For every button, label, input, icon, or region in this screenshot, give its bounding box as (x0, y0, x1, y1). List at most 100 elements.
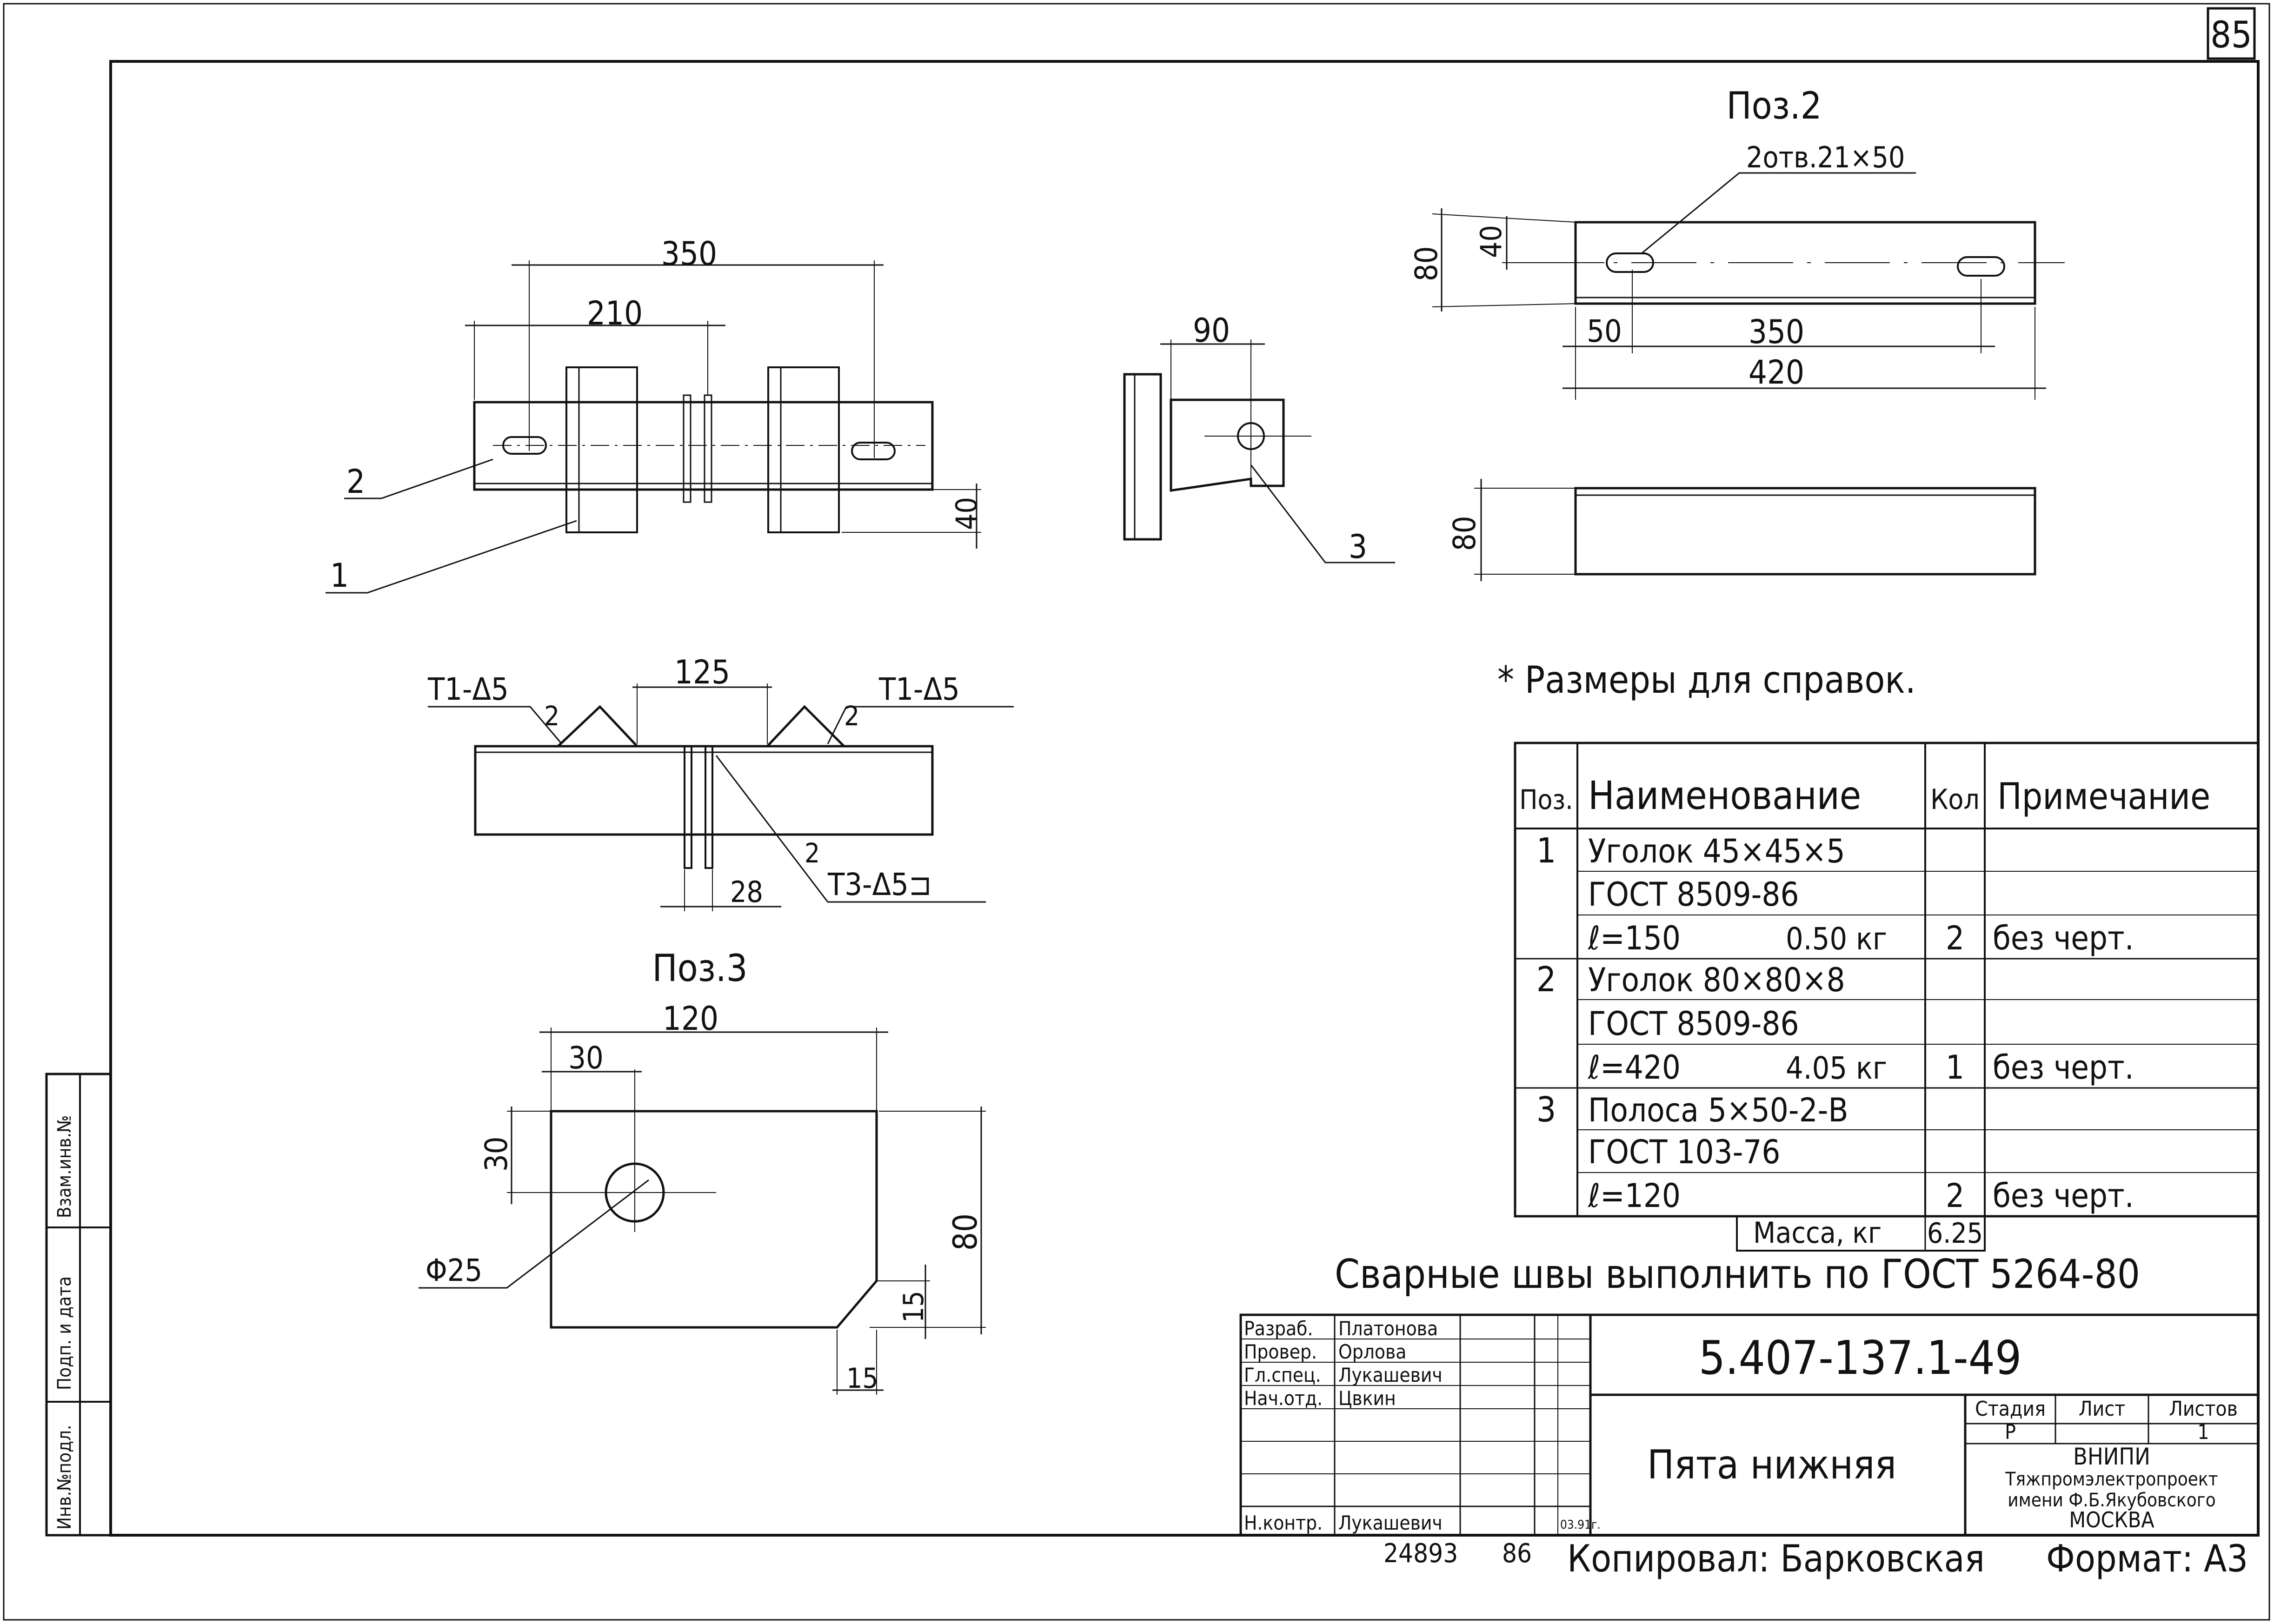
spec-r2-name: ℓ=150 (1588, 919, 1681, 957)
spec-r2-qty: 2 (1946, 919, 1964, 957)
role-2: Гл.спец. (1244, 1364, 1321, 1386)
footer-format: Формат: А3 (2046, 1537, 2248, 1580)
pos2-dim-80-bottom: 80 (1447, 516, 1483, 551)
pos2-dim-40: 40 (1474, 225, 1508, 258)
reference-note: * Размеры для справок. (1497, 658, 1916, 702)
spec-header-pos: Поз. (1519, 784, 1573, 815)
role-3: Нач.отд. (1244, 1387, 1323, 1410)
pos2-holes: 2отв.21×50 (1746, 140, 1905, 174)
spec-r0-name: Уголок 45×45×5 (1588, 832, 1845, 870)
spec-header-qty: Кол (1930, 783, 1980, 816)
sheets-label: Листов (2169, 1397, 2238, 1421)
plan-pos-2: 2 (346, 463, 365, 501)
org-line-3: имени Ф.Б.Якубовского (2008, 1490, 2215, 1511)
spec-r2-note: без черт. (1993, 919, 2134, 957)
designation: 5.407-137.1-49 (1699, 1331, 2021, 1385)
pos2-dim-80-top: 80 (1409, 246, 1444, 281)
spec-r8-name: ℓ=120 (1588, 1177, 1681, 1215)
pos3-dim-30-left: 30 (479, 1136, 514, 1172)
side-pos-3: 3 (1349, 528, 1367, 566)
signoff-date: 03.91г. (1560, 1518, 1601, 1532)
spec-r3-name: Уголок 80×80×8 (1588, 961, 1845, 999)
pos3-title: Поз.3 (652, 947, 747, 990)
pos3-hole-label: Φ25 (426, 1253, 482, 1288)
pos3-dim-15-right: 15 (898, 1291, 930, 1323)
weld-leg-right: 2 (844, 700, 859, 732)
footer-copied: Копировал: Барковская (1567, 1537, 1985, 1580)
weld-dim-125: 125 (674, 653, 730, 691)
spec-r0-pos: 1 (1536, 831, 1556, 871)
spec-r6-pos: 3 (1536, 1090, 1556, 1130)
org-line-1: ВНИПИ (2073, 1443, 2150, 1470)
person-2: Лукашевич (1338, 1364, 1443, 1386)
pos2-dim-350: 350 (1749, 313, 1804, 351)
spec-table-text: Поз. Наименование Кол Примечание 1 Уголо… (1519, 773, 2210, 1250)
person-6: Лукашевич (1338, 1511, 1443, 1534)
spec-table (1514, 742, 2260, 1252)
org-line-2: Тяжпромэлектропроект (2005, 1469, 2218, 1490)
sheet-number-box (2207, 7, 2256, 60)
spec-mass-value: 6.25 (1927, 1217, 1983, 1250)
role-0: Разраб. (1244, 1317, 1313, 1340)
weld-detail (428, 683, 1014, 911)
sheet-number: 85 (2210, 14, 2252, 56)
title-block-text: Разраб. Платонова Провер. Орлова Гл.спец… (1244, 1317, 2238, 1534)
stage-label: Стадия (1975, 1397, 2046, 1421)
spec-r2-mass: 0.50 кг (1786, 921, 1887, 957)
pos2-dim-50: 50 (1587, 313, 1622, 349)
person-0: Платонова (1338, 1317, 1438, 1340)
plan-dim-210: 210 (587, 294, 643, 332)
role-1: Провер. (1244, 1340, 1317, 1363)
weld-dim-28: 28 (730, 875, 763, 909)
spec-r7-name: ГОСТ 103-76 (1588, 1133, 1780, 1171)
sheets-value: 1 (2197, 1420, 2209, 1444)
side-dim-90: 90 (1193, 312, 1230, 350)
drawing-name: Пята нижняя (1647, 1442, 1896, 1488)
org-line-4: МОСКВА (2069, 1507, 2154, 1532)
pos3-plate (419, 1027, 986, 1395)
pos2-dim-420: 420 (1749, 353, 1804, 391)
title-block (1239, 1313, 2260, 1537)
weld-note: Сварные швы выполнить по ГОСТ 5264-80 (1335, 1251, 2140, 1298)
stamp-inv-podl: Инв.№подл. (54, 1425, 75, 1530)
plan-dim-350: 350 (661, 235, 717, 273)
pos2-drawing (1432, 172, 2065, 581)
pos2-title: Поз.2 (1726, 84, 1822, 127)
sheet-label: Лист (2079, 1397, 2125, 1421)
pos3-dim-120: 120 (663, 1000, 718, 1038)
side-stamp: Взам.инв.№ Подп. и дата Инв.№подл. (45, 1073, 112, 1537)
weld-label-left: Т1-Δ5 (427, 671, 509, 707)
spec-r6-name: Полоса 5×50-2-В (1588, 1091, 1848, 1129)
stage-value: Р (2005, 1420, 2016, 1444)
spec-mass-label: Масса, кг (1753, 1216, 1882, 1250)
spec-header-name: Наименование (1588, 773, 1861, 818)
person-1: Орлова (1338, 1340, 1406, 1363)
spec-r3-pos: 2 (1536, 960, 1556, 1000)
pos3-dim-30-top: 30 (568, 1040, 604, 1076)
spec-r8-qty: 2 (1946, 1177, 1964, 1215)
weld-label-bottom: Т3-Δ5⊐ (827, 867, 932, 902)
weld-label-right: Т1-Δ5 (878, 671, 960, 707)
person-3: Цвкин (1338, 1387, 1396, 1410)
plan-pos-1: 1 (330, 557, 349, 595)
footer-inv-number: 24893 (1383, 1538, 1458, 1569)
outer-frame (3, 3, 2270, 1621)
spec-r5-qty: 1 (1946, 1048, 1964, 1087)
role-6: Н.контр. (1244, 1511, 1323, 1534)
footer-page: 86 (1502, 1538, 1532, 1569)
stamp-vzam-inv: Взам.инв.№ (54, 1115, 75, 1218)
spec-r5-mass: 4.05 кг (1786, 1050, 1887, 1086)
plan-view (326, 260, 981, 594)
side-view (1123, 339, 1395, 563)
pos3-dim-80: 80 (946, 1213, 984, 1251)
spec-r4-name: ГОСТ 8509-86 (1588, 1005, 1799, 1043)
plan-dim-40: 40 (950, 497, 984, 530)
pos3-dim-15-bottom: 15 (846, 1362, 878, 1395)
stamp-podp-data: Подп. и дата (54, 1276, 75, 1390)
spec-r5-name: ℓ=420 (1588, 1048, 1681, 1087)
weld-leg-bottom: 2 (805, 837, 820, 869)
spec-header-note: Примечание (1997, 776, 2210, 818)
spec-r8-note: без черт. (1993, 1177, 2134, 1215)
spec-r1-name: ГОСТ 8509-86 (1588, 875, 1799, 914)
